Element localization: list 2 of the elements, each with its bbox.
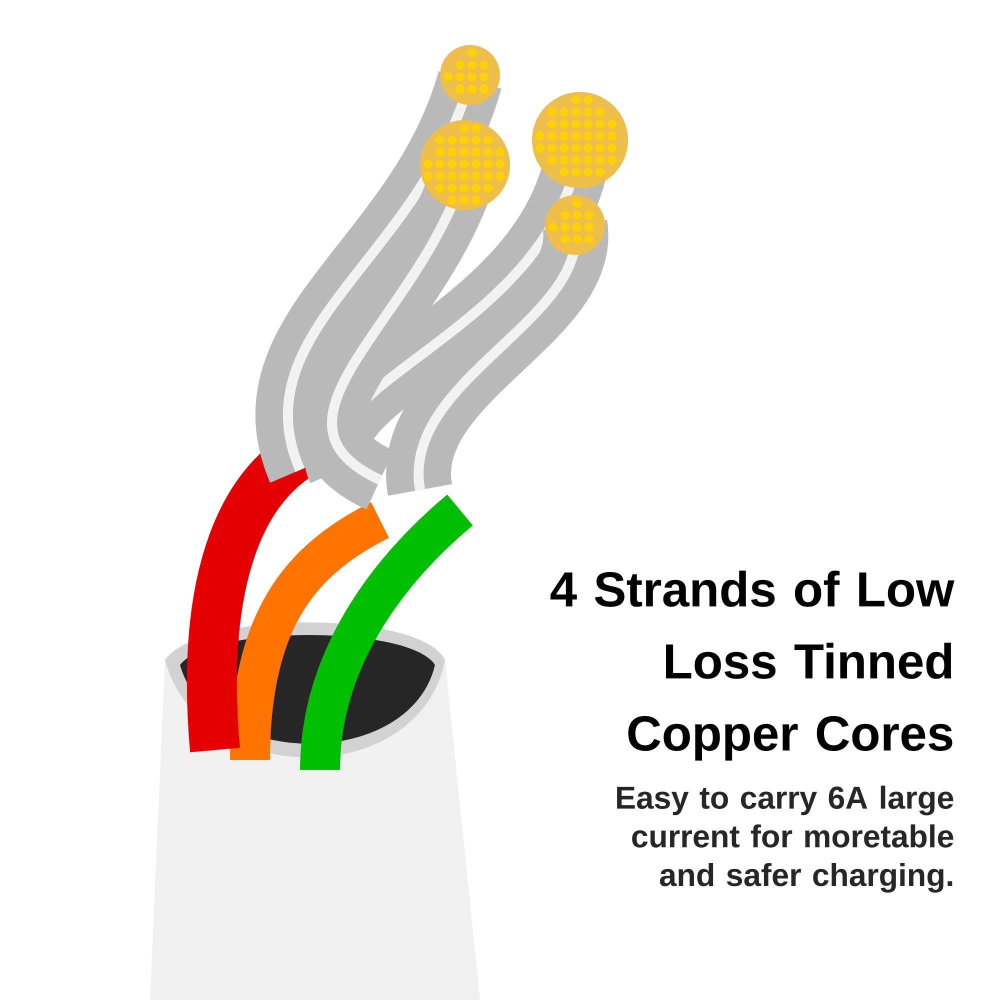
description-text: Easy to carry 6A large current for moretable and safer charging.: [617, 786, 954, 893]
heading: 4 Strands of Low Loss Tinned Copper Cores: [550, 570, 954, 761]
